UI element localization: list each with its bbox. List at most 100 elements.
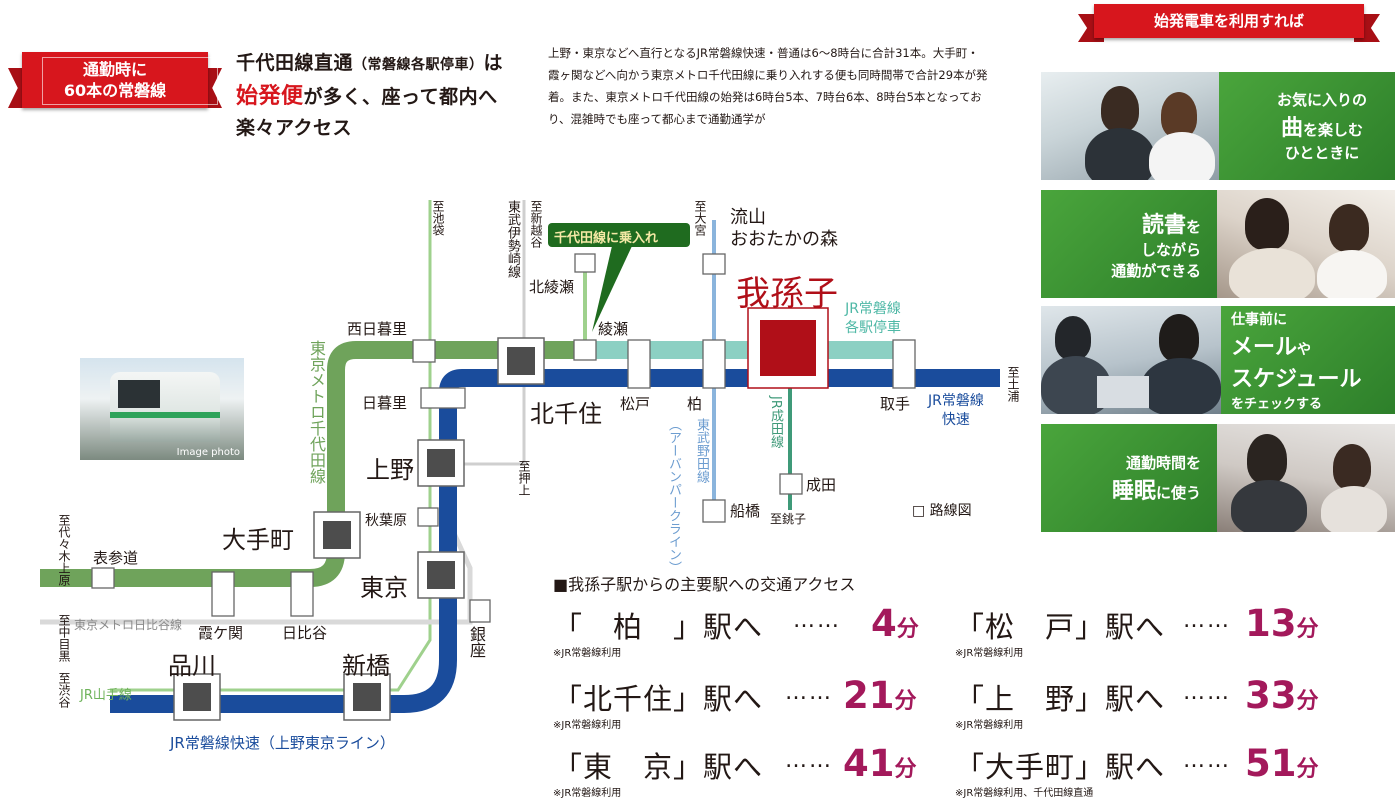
access-dots: …… <box>1183 608 1231 633</box>
access-minutes-value: 21 <box>843 674 895 717</box>
major-station-boxes <box>173 307 829 721</box>
panel3-line1: 仕事前に <box>1231 311 1287 328</box>
label-shinagawa: 品川 <box>168 652 216 680</box>
headline-line2b: が多く、座って都内へ <box>303 86 498 108</box>
line-narita: JR成田線 <box>768 396 783 448</box>
station-box-otemachi <box>313 511 361 559</box>
panel3-line3: スケジュール <box>1231 366 1362 392</box>
access-minutes: 33分 <box>1245 674 1319 717</box>
person-body <box>1231 480 1307 532</box>
description-text: 上野・東京などへ直行となるJR常磐線快速・普通は6〜8時台に合計31本。大手町・… <box>548 46 988 126</box>
dir-choshi: 至銚子 <box>770 512 807 526</box>
joban-rapid-line <box>110 369 1000 713</box>
label-ginza: 銀座 <box>467 626 486 658</box>
headline-line3: 楽々アクセス <box>236 117 353 139</box>
dir-tsuchiura: 至土浦 <box>1006 366 1020 402</box>
line-joban-local-2: 各駅停車 <box>845 320 901 336</box>
panel4-line1: 通勤時間を <box>1125 453 1201 472</box>
chiyoda-callout <box>548 223 690 332</box>
access-note: ※JR常磐線利用 <box>955 648 1024 659</box>
person-head <box>1101 86 1139 132</box>
panel-mail: 仕事前に メールや スケジュール をチェックする <box>1041 306 1395 414</box>
line-tobu-noda: 東武野田線 <box>694 418 709 483</box>
station-box-kitaayase <box>574 253 596 273</box>
access-minutes-value: 51 <box>1245 742 1297 785</box>
access-minutes-unit: 分 <box>1296 689 1319 714</box>
label-ueno: 上野 <box>366 456 414 484</box>
panel-sleep: 通勤時間を 睡眠に使う <box>1041 424 1395 532</box>
access-minutes-value: 4 <box>871 602 897 645</box>
line-joban-rapid: JR常磐線 快速 <box>928 392 984 430</box>
ribbon-banner: 通勤時に 60本の常磐線 <box>22 52 218 108</box>
access-station: 「大手町」駅へ <box>955 750 1166 784</box>
person-head <box>1245 198 1289 250</box>
station-fill-shimbashi <box>353 683 381 711</box>
access-minutes: 21分 <box>843 674 917 717</box>
headline-line1a: 千代田線直通 <box>236 52 354 74</box>
station-box-omotesando <box>91 567 115 589</box>
headline-line1c: は <box>483 52 504 74</box>
station-box-kashiwa <box>702 339 726 389</box>
photo-sleep <box>1217 424 1395 532</box>
access-note: ※JR常磐線利用、千代田線直通 <box>955 788 1094 799</box>
person-head <box>1329 204 1369 252</box>
label-hibiya: 日比谷 <box>282 624 328 642</box>
station-box-hibiya <box>290 571 314 617</box>
station-box-tokyo <box>417 551 465 599</box>
person-body <box>1141 358 1221 414</box>
label-matsudo: 松戸 <box>620 395 651 413</box>
panel3-line4: をチェックする <box>1231 396 1323 412</box>
label-funabashi: 船橋 <box>730 502 761 520</box>
station-fill-kitasenju <box>507 347 535 375</box>
access-station: 「松 戸」駅へ <box>955 610 1166 644</box>
access-station: 「 柏 」駅へ <box>553 610 764 644</box>
station-fill-ueno <box>427 449 455 477</box>
label-kashiwa: 柏 <box>687 395 703 413</box>
dir-nakameguro: 至中目黒 <box>57 614 71 662</box>
yamanote-line <box>110 200 432 692</box>
photo-music <box>1041 72 1231 180</box>
route-map <box>40 200 1000 721</box>
access-note: ※JR常磐線利用 <box>955 720 1024 731</box>
photo-mail <box>1041 306 1231 414</box>
station-fill-otemachi <box>323 521 351 549</box>
station-box-ginza <box>469 599 491 623</box>
ribbon-frame <box>42 57 218 105</box>
access-dots: …… <box>1183 748 1231 773</box>
access-note: ※JR常磐線利用 <box>553 720 622 731</box>
station-box-nagareyama <box>702 253 726 275</box>
dir-omiya: 至大宮 <box>693 200 707 236</box>
train-photo-caption: Image photo <box>176 447 240 458</box>
label-toride: 取手 <box>880 395 911 413</box>
train-window <box>118 380 160 408</box>
dir-shinkoshigaya: 至新越谷 <box>529 200 543 248</box>
map-legend: □ 路線図 <box>912 503 972 519</box>
station-fill-abiko <box>760 320 816 376</box>
access-station: 「東 京」駅へ <box>553 750 764 784</box>
label-akihabara: 秋葉原 <box>365 513 407 529</box>
headline-line2a: 始発便 <box>236 84 304 109</box>
panel-sleep-text: 通勤時間を 睡眠に使う <box>1041 424 1217 532</box>
dir-shibuya: 至渋谷 <box>57 672 71 708</box>
person-body <box>1321 486 1387 532</box>
person-body <box>1149 132 1215 180</box>
panel4-line2b: に使う <box>1155 483 1201 502</box>
panel4-line2a: 睡眠 <box>1111 478 1156 504</box>
access-note: ※JR常磐線利用 <box>553 648 622 659</box>
panel3-line2a: メール <box>1231 334 1298 360</box>
access-minutes: 51分 <box>1245 742 1319 785</box>
person-body <box>1317 250 1387 298</box>
line-joban-local-1: JR常磐線 <box>845 301 901 317</box>
label-abiko: 我孫子 <box>736 274 838 314</box>
label-nagareyama-1: 流山 <box>730 207 766 228</box>
access-station: 「北千住」駅へ <box>553 682 764 716</box>
train-photo: Image photo <box>80 358 244 460</box>
station-fill-shinagawa <box>183 683 211 711</box>
line-tobu-noda-sub: （アーバンパークライン） <box>666 418 681 574</box>
panel3-line2b: や <box>1297 341 1312 358</box>
panel2-line3: 通勤ができる <box>1111 262 1201 280</box>
person-body <box>1229 248 1315 298</box>
callout-box <box>548 223 690 247</box>
station-box-kasumigaseki <box>211 571 235 617</box>
line-hibiya: 東京メトロ日比谷線 <box>74 618 183 632</box>
